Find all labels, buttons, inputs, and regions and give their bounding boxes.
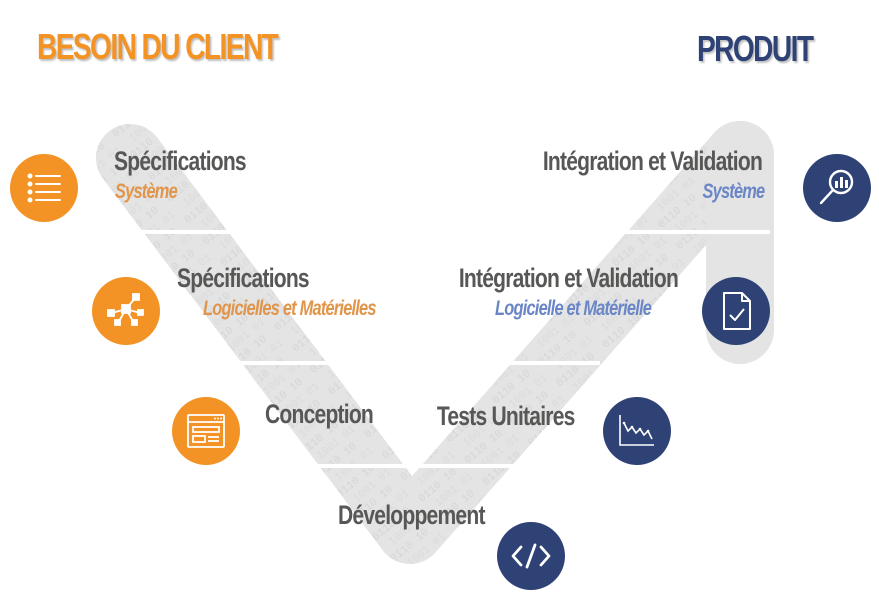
spec-software-subtitle: Logicielles et Matérielles [203,297,377,320]
conception-title: Conception [265,399,374,429]
integration-software-title: Intégration et Validation [458,263,679,293]
document-check-icon [702,277,770,345]
integration-system-title: Intégration et Validation [542,146,763,176]
list-icon [10,154,78,222]
product-title: PRODUIT [697,28,814,69]
development-title: Développement [338,500,485,530]
magnifier-chart-icon [803,154,871,222]
integration-software-subtitle: Logicielle et Matérielle [494,297,652,320]
line-chart-icon [603,397,671,465]
integration-system-subtitle: Système [702,180,765,203]
network-nodes-icon [92,277,160,345]
spec-software-title: Spécifications [177,263,310,293]
window-layout-icon [172,397,240,465]
code-icon [497,522,565,590]
spec-system-subtitle: Système [115,180,178,203]
spec-system-title: Spécifications [114,146,247,176]
customer-need-title: BESOIN DU CLIENT [37,26,279,67]
unit-tests-title: Tests Unitaires [437,401,576,431]
